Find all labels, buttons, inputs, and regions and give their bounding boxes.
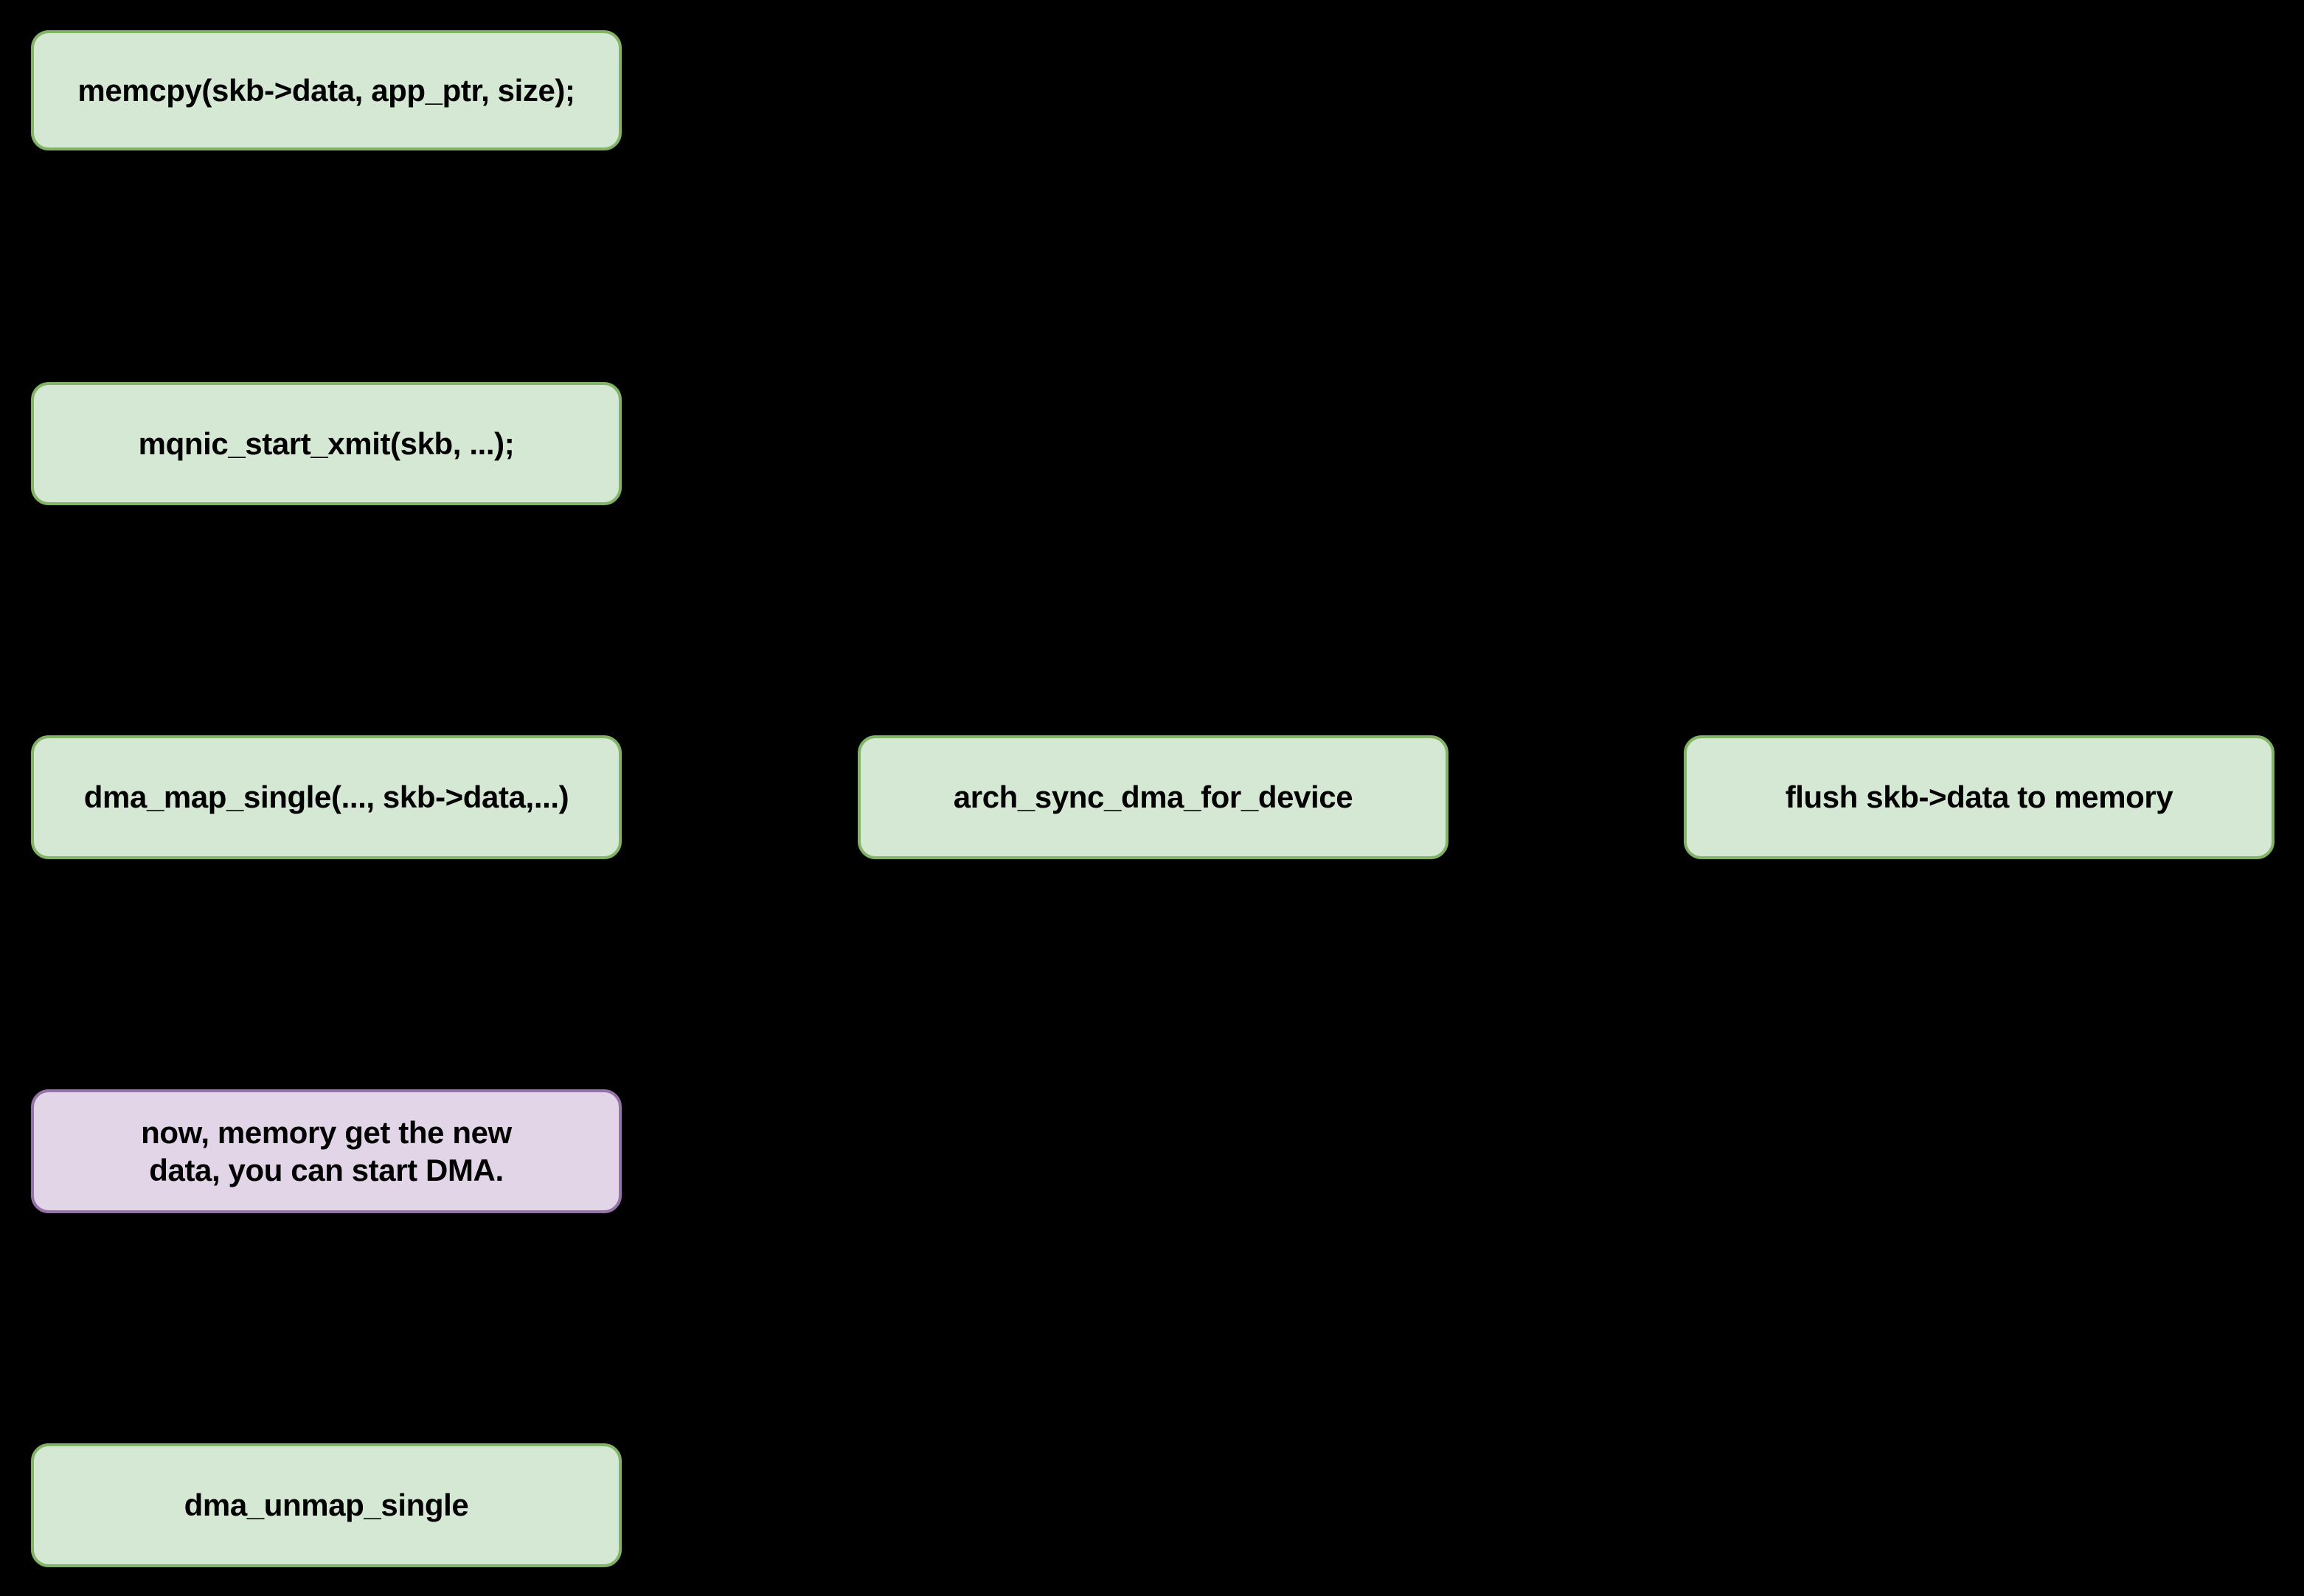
node-memory-ready-note[interactable]: now, memory get the new data, you can st…	[31, 1089, 622, 1213]
node-flush-skb-data-to-memory[interactable]: flush skb->data to memory	[1684, 735, 2274, 859]
node-memory-ready-note-label: now, memory get the new data, you can st…	[141, 1114, 512, 1187]
node-dma-map-single-label: dma_map_single(..., skb->data,...)	[83, 780, 569, 815]
node-memcpy-label: memcpy(skb->data, app_ptr, size);	[77, 72, 575, 108]
node-memcpy[interactable]: memcpy(skb->data, app_ptr, size);	[31, 30, 622, 150]
node-mqnic-start-xmit[interactable]: mqnic_start_xmit(skb, ...);	[31, 382, 622, 505]
node-flush-skb-data-to-memory-label: flush skb->data to memory	[1785, 780, 2173, 815]
node-mqnic-start-xmit-label: mqnic_start_xmit(skb, ...);	[138, 426, 515, 461]
node-arch-sync-dma-for-device-label: arch_sync_dma_for_device	[953, 780, 1353, 815]
node-dma-unmap-single[interactable]: dma_unmap_single	[31, 1443, 622, 1567]
node-dma-map-single[interactable]: dma_map_single(..., skb->data,...)	[31, 735, 622, 859]
node-arch-sync-dma-for-device[interactable]: arch_sync_dma_for_device	[858, 735, 1448, 859]
node-dma-unmap-single-label: dma_unmap_single	[184, 1488, 469, 1523]
